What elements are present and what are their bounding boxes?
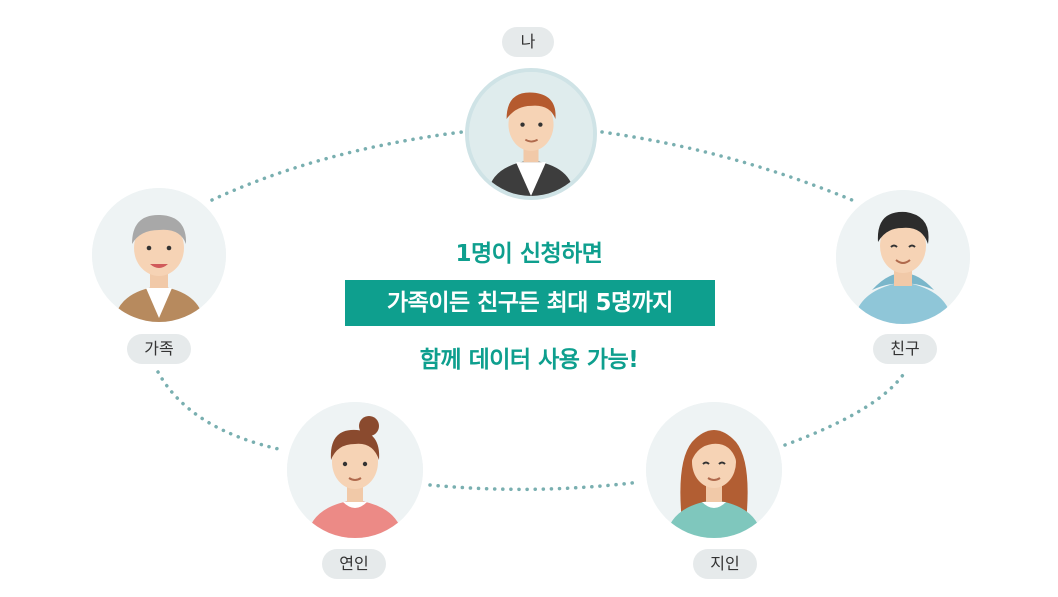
- label-me: 나: [502, 27, 554, 57]
- label-acquaintance: 지인: [693, 549, 757, 579]
- dotted-line-right: [783, 370, 907, 447]
- dotted-line-top-right: [600, 130, 854, 202]
- dotted-line-bottom: [428, 480, 642, 492]
- avatar-acquaintance: [646, 402, 782, 538]
- headline-line-1: 1명이 신청하면: [455, 241, 603, 267]
- grandfather-avatar-icon: [92, 188, 226, 322]
- label-lover: 연인: [322, 549, 386, 579]
- headline-line-2-highlight: 가족이든 친구든 최대 5명까지: [345, 280, 715, 326]
- label-family: 가족: [127, 334, 191, 364]
- man-avatar-icon: [469, 72, 593, 196]
- avatar-lover: [287, 402, 423, 538]
- avatar-friend: [836, 190, 970, 324]
- label-friend: 친구: [873, 334, 937, 364]
- headline-line-3: 함께 데이터 사용 가능!: [419, 347, 639, 373]
- avatar-me: [465, 68, 597, 200]
- dotted-line-left: [156, 370, 285, 452]
- avatar-family: [92, 188, 226, 322]
- boy-hoodie-avatar-icon: [836, 190, 970, 324]
- woman-long-hair-avatar-icon: [646, 402, 782, 538]
- dotted-line-top-left: [210, 130, 464, 202]
- woman-bun-avatar-icon: [287, 402, 423, 538]
